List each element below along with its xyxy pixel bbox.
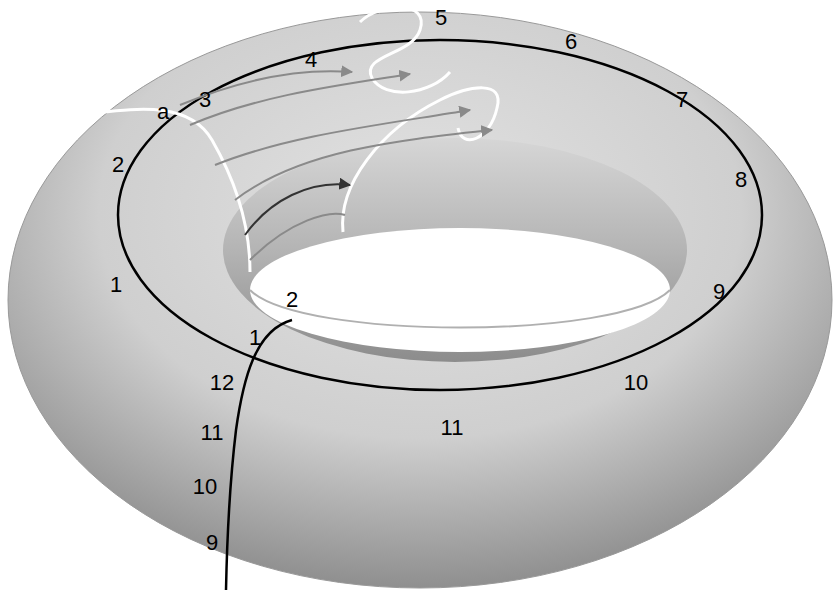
callout-number: 2 (286, 289, 298, 311)
callout-number: 5 (435, 7, 447, 29)
callout-number: 10 (193, 476, 217, 498)
callout-number: 1 (110, 274, 122, 296)
callout-number: 2 (112, 154, 124, 176)
callout-number: 7 (676, 89, 688, 111)
callout-number: 1 (249, 327, 261, 349)
callout-number: 10 (624, 372, 648, 394)
callout-number: 8 (735, 169, 747, 191)
callout-number: 11 (441, 417, 464, 439)
callout-number: 3 (199, 89, 211, 111)
callout-number: 4 (305, 49, 317, 71)
callout-number: 6 (565, 31, 577, 53)
callout-number: 11 (201, 422, 224, 444)
callout-number: 12 (210, 372, 234, 394)
callout-number: 9 (206, 532, 218, 554)
callout-number: 9 (713, 281, 725, 303)
callout-number: a (157, 101, 169, 123)
